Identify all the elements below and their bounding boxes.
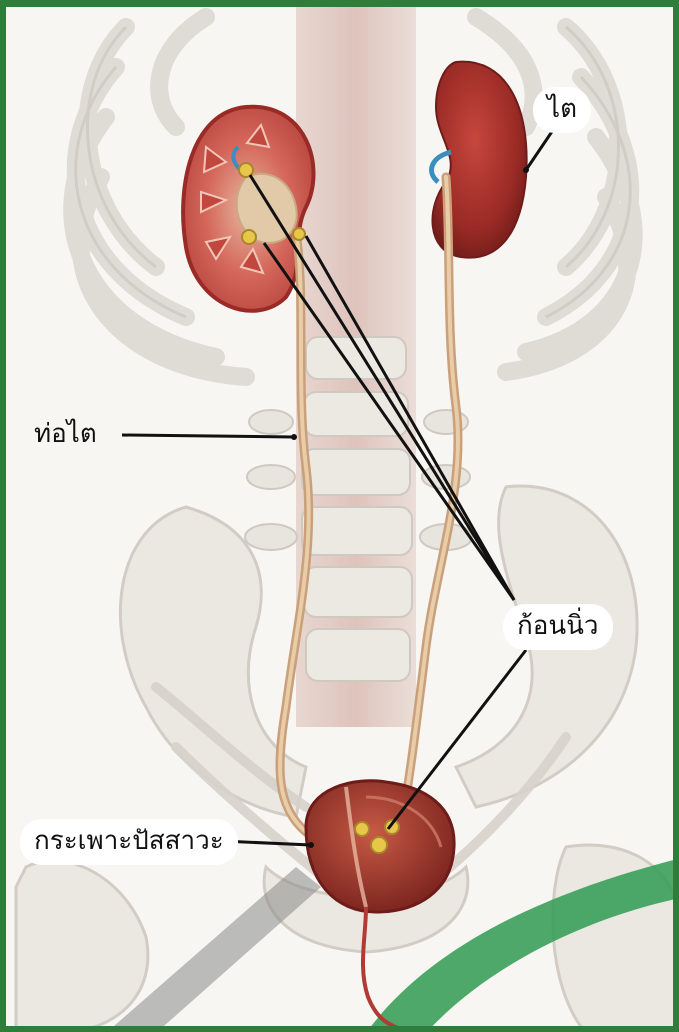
urinary-system-illustration bbox=[6, 7, 679, 1032]
ureter-label: ท่อไต bbox=[34, 421, 97, 447]
left-kidney bbox=[183, 107, 313, 311]
kidney-label: ไต bbox=[533, 87, 591, 133]
kidney-stones-label: ก้อนนิ่ว bbox=[503, 604, 613, 650]
bladder-label: กระเพาะปัสสาวะ bbox=[20, 819, 238, 865]
